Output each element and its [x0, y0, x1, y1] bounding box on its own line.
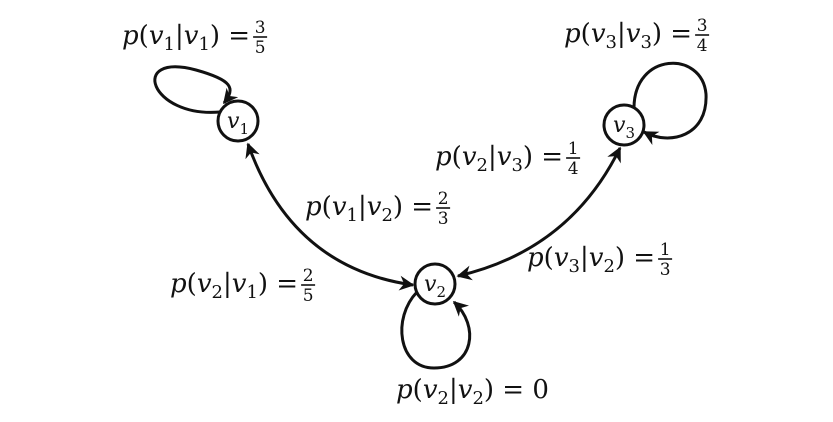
label-p-v3-v3: p(v3|v3) = 34: [564, 16, 710, 56]
label-p-v1-v2-expression: p(v1|v2) =: [305, 192, 433, 226]
node-v1: v1: [216, 99, 260, 143]
label-p-v2-v3-numerator: 1: [568, 139, 579, 159]
label-p-v2-v2: p(v2|v2) = 0: [396, 375, 549, 409]
label-p-v3-v3-numerator: 3: [697, 16, 708, 36]
node-v3-circle: [602, 103, 646, 147]
label-p-v3-v2-expression: p(v3|v2) =: [527, 243, 655, 277]
label-p-v2-v1-numerator: 2: [303, 266, 314, 286]
edges-layer: [153, 61, 708, 370]
label-p-v2-v3-denominator: 4: [568, 159, 579, 179]
label-p-v2-v3: p(v2|v3) = 14: [435, 139, 581, 179]
nodes-layer: v1 v2 v3: [216, 99, 646, 306]
label-p-v3-v2: p(v3|v2) = 13: [527, 240, 673, 280]
node-v3-label: v3: [613, 113, 635, 142]
node-v2-circle: [413, 262, 457, 306]
label-p-v1-v1-expression: p(v1|v1) =: [122, 21, 250, 55]
label-p-v3-v3-expression: p(v3|v3) =: [564, 19, 692, 53]
edge-v3-v3: [632, 61, 708, 145]
node-v2: v2: [413, 262, 457, 306]
label-p-v3-v2-numerator: 1: [660, 240, 671, 260]
edge-v2-v2: [400, 290, 472, 370]
node-v3: v3: [602, 103, 646, 147]
edge-v1-v2: [245, 142, 415, 291]
label-p-v2-v3-expression: p(v2|v3) =: [435, 142, 563, 176]
label-p-v1-v2-numerator: 2: [438, 189, 449, 209]
node-v2-label: v2: [424, 272, 446, 301]
label-p-v3-v2-denominator: 3: [660, 260, 671, 280]
label-p-v1-v1: p(v1|v1) = 35: [122, 18, 268, 58]
label-p-v1-v1-numerator: 3: [255, 18, 266, 38]
label-p-v1-v1-denominator: 5: [255, 38, 266, 58]
node-v1-label: v1: [227, 109, 249, 138]
label-p-v2-v1: p(v2|v1) = 25: [170, 266, 316, 306]
label-p-v2-v2-expression: p(v2|v2) = 0: [396, 375, 549, 409]
label-p-v2-v1-denominator: 5: [303, 286, 314, 306]
label-p-v2-v1-expression: p(v2|v1) =: [170, 269, 298, 303]
edge-v2-v3: [456, 146, 622, 281]
label-p-v1-v2-denominator: 3: [438, 209, 449, 229]
label-p-v3-v3-denominator: 4: [697, 36, 708, 56]
label-p-v1-v2: p(v1|v2) = 23: [305, 189, 451, 229]
node-v1-circle: [216, 99, 260, 143]
edge-v1-v1: [153, 65, 239, 114]
